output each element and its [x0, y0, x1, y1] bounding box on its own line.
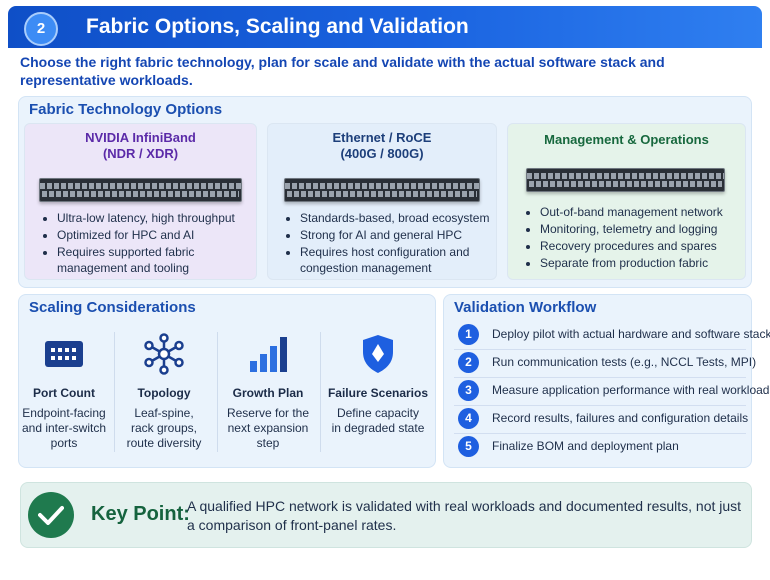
fabric-options-panel: Fabric Technology Options NVIDIA InfiniB…: [18, 96, 752, 288]
list-item: Requires host configuration and congesti…: [300, 244, 506, 276]
desc-line: and inter-switch: [21, 421, 107, 435]
step-number-badge: 4: [458, 407, 479, 429]
ethernet-title: Ethernet / RoCE: [332, 130, 432, 145]
step-text: Finalize BOM and deployment plan: [492, 439, 679, 453]
divider: [454, 377, 746, 378]
scaling-title: Scaling Considerations: [29, 299, 196, 316]
scaling-item-desc: Define capacity in degraded state: [324, 406, 432, 436]
step-text: Deploy pilot with actual hardware and so…: [492, 327, 770, 341]
divider: [114, 332, 115, 452]
scaling-item-desc: Endpoint-facing and inter-switch ports: [14, 406, 114, 451]
scaling-item-growth-plan: Growth Plan Reserve for the next expansi…: [218, 332, 318, 451]
scaling-item-label: Failure Scenarios: [327, 386, 429, 400]
infiniband-bullets: Ultra-low latency, high throughput Optim…: [43, 210, 265, 277]
desc-line: ports: [50, 436, 78, 450]
list-item: Separate from production fabric: [540, 255, 754, 271]
desc-line: step: [256, 436, 280, 450]
scaling-item-topology: Topology Leaf-spine, rack groups, route …: [114, 332, 214, 451]
validation-panel: Validation Workflow: [443, 294, 752, 468]
desc-line: Reserve for the: [226, 406, 310, 420]
divider: [320, 332, 321, 452]
step-number-badge: 2: [458, 351, 479, 373]
key-point-label: Key Point:: [91, 503, 190, 525]
ethernet-subtitle: (400G / 800G): [340, 146, 424, 161]
intro-text: Choose the right fabric technology, plan…: [20, 54, 665, 88]
desc-line: in degraded state: [331, 421, 425, 435]
desc-line: route diversity: [126, 436, 202, 450]
key-point-banner: Key Point: A qualified HPC network is va…: [20, 482, 752, 548]
scaling-item-label: Port Count: [33, 386, 95, 400]
switch-hardware-icon: [526, 168, 725, 192]
step-number-badge: 1: [458, 323, 479, 345]
divider: [217, 332, 218, 452]
ethernet-bullets: Standards-based, broad ecosystem Strong …: [286, 210, 506, 277]
list-item: Out-of-band management network: [540, 204, 754, 220]
infiniband-card: NVIDIA InfiniBand (NDR / XDR) Ultra-low …: [24, 123, 257, 280]
list-item: Requires supported fabric management and…: [57, 244, 265, 276]
slide-title: Fabric Options, Scaling and Validation: [86, 15, 469, 38]
list-item: Recovery procedures and spares: [540, 238, 754, 254]
switch-hardware-icon: [39, 178, 242, 202]
validation-step: 1 Deploy pilot with actual hardware and …: [458, 323, 770, 345]
step-text: Measure application performance with rea…: [492, 383, 770, 397]
validation-step: 3 Measure application performance with r…: [458, 379, 770, 401]
validation-title: Validation Workflow: [454, 299, 597, 316]
growth-chart-icon: [218, 332, 318, 376]
management-title: Management & Operations: [544, 132, 709, 147]
scaling-item-desc: Leaf-spine, rack groups, route diversity: [114, 406, 214, 451]
step-number-badge: 3: [458, 379, 479, 401]
port-icon: [14, 332, 114, 376]
checkmark-icon: [28, 492, 74, 538]
list-item: Strong for AI and general HPC: [300, 227, 506, 243]
divider: [454, 405, 746, 406]
desc-line: Leaf-spine,: [134, 406, 194, 420]
validation-step: 5 Finalize BOM and deployment plan: [458, 435, 679, 457]
scaling-item-label: Growth Plan: [232, 386, 304, 400]
desc-line: rack groups,: [130, 421, 198, 435]
step-text: Record results, failures and configurati…: [492, 411, 749, 425]
switch-hardware-icon: [284, 178, 480, 202]
desc-line: Endpoint-facing: [22, 406, 106, 420]
shield-icon: [324, 332, 432, 376]
infiniband-title: NVIDIA InfiniBand: [85, 130, 196, 145]
section-number-badge: 2: [24, 12, 58, 46]
management-bullets: Out-of-band management network Monitorin…: [526, 204, 754, 272]
list-item: Optimized for HPC and AI: [57, 227, 265, 243]
fabric-options-title: Fabric Technology Options: [29, 101, 223, 118]
list-item: Monitoring, telemetry and logging: [540, 221, 754, 237]
divider: [454, 349, 746, 350]
desc-line: Define capacity: [336, 406, 420, 420]
topology-icon: [114, 332, 214, 376]
validation-step: 2 Run communication tests (e.g., NCCL Te…: [458, 351, 756, 373]
list-item: Standards-based, broad ecosystem: [300, 210, 506, 226]
step-text: Run communication tests (e.g., NCCL Test…: [492, 355, 757, 369]
scaling-item-desc: Reserve for the next expansion step: [218, 406, 318, 451]
infiniband-subtitle: (NDR / XDR): [102, 146, 179, 161]
slide-header: 2 Fabric Options, Scaling and Validation: [8, 6, 762, 48]
ethernet-card: Ethernet / RoCE (400G / 800G) Standards-…: [267, 123, 497, 280]
scaling-item-label: Topology: [137, 386, 191, 400]
management-card: Management & Operations Out-of-band mana…: [507, 123, 746, 280]
list-item: Ultra-low latency, high throughput: [57, 210, 265, 226]
divider: [454, 433, 746, 434]
scaling-panel: Scaling Considerations: [18, 294, 436, 468]
desc-line: next expansion: [227, 421, 309, 435]
step-number-badge: 5: [458, 435, 479, 457]
scaling-item-port-count: Port Count Endpoint-facing and inter-swi…: [14, 332, 114, 451]
validation-step: 4 Record results, failures and configura…: [458, 407, 748, 429]
scaling-item-failure-scenarios: Failure Scenarios Define capacity in deg…: [324, 332, 432, 436]
key-point-text: A qualified HPC network is validated wit…: [187, 498, 742, 533]
